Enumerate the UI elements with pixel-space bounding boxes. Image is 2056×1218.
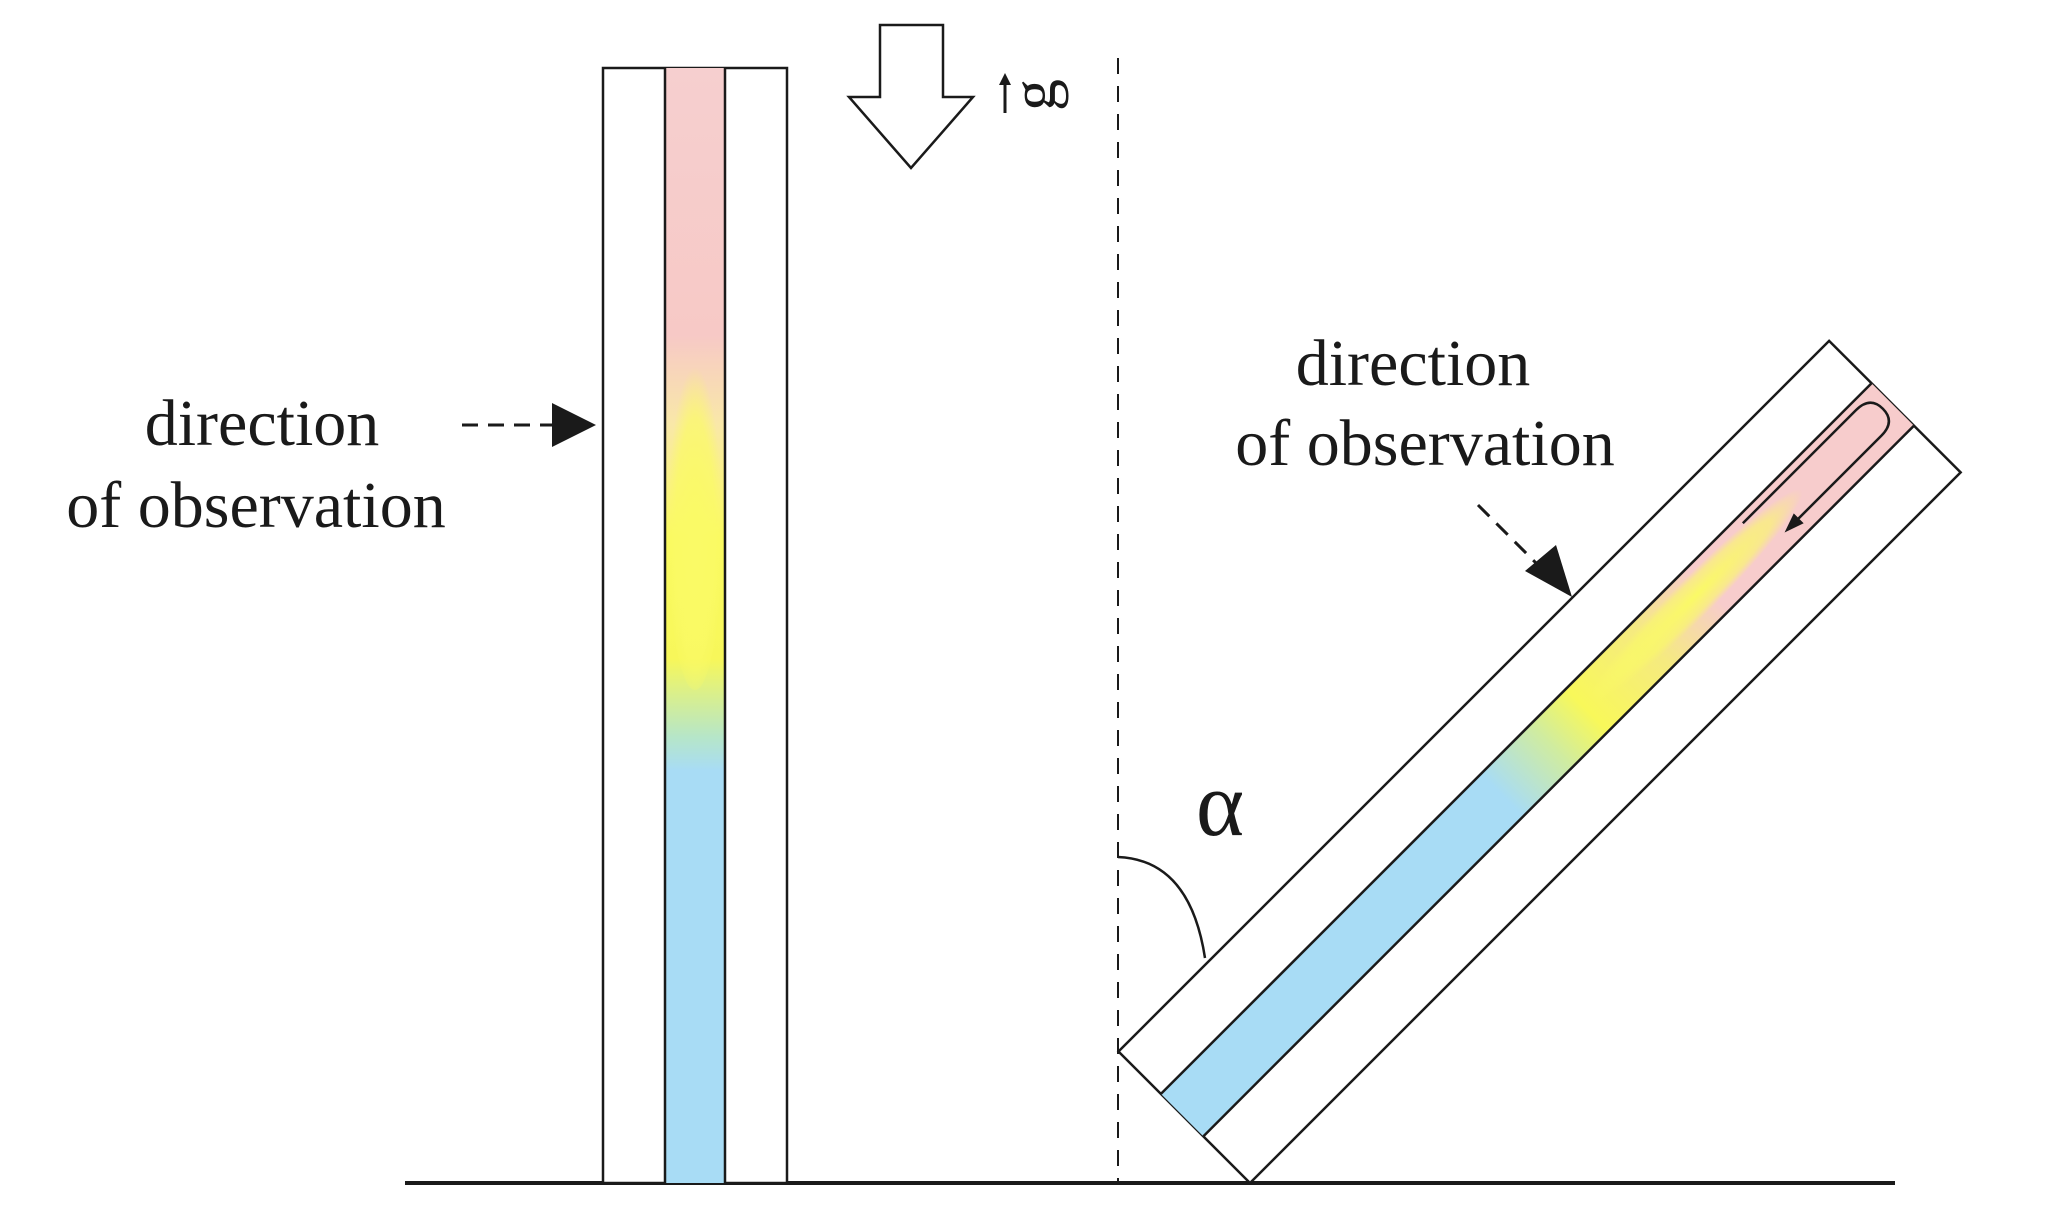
circulation-flow-icon — [1741, 401, 1891, 525]
tilted-tube-plume — [1588, 489, 1803, 704]
tilted-tube — [1116, 339, 1963, 1185]
gravity-arrow-icon — [846, 23, 976, 170]
angle-symbol: α — [1196, 753, 1244, 855]
right-observation-label-line2: of observation — [1235, 407, 1614, 480]
left-observation-label-line2: of observation — [66, 469, 445, 542]
gravity-vector-label: g — [998, 73, 1069, 113]
left-observation-arrow-icon — [462, 403, 596, 447]
right-observation-arrow-icon — [1476, 503, 1572, 597]
angle-arc — [1117, 855, 1207, 959]
vertical-tube-plume — [667, 350, 723, 690]
vertical-tube — [601, 66, 789, 1185]
right-observation-label-line1: direction — [1296, 327, 1531, 400]
left-observation-label-line1: direction — [145, 387, 380, 460]
